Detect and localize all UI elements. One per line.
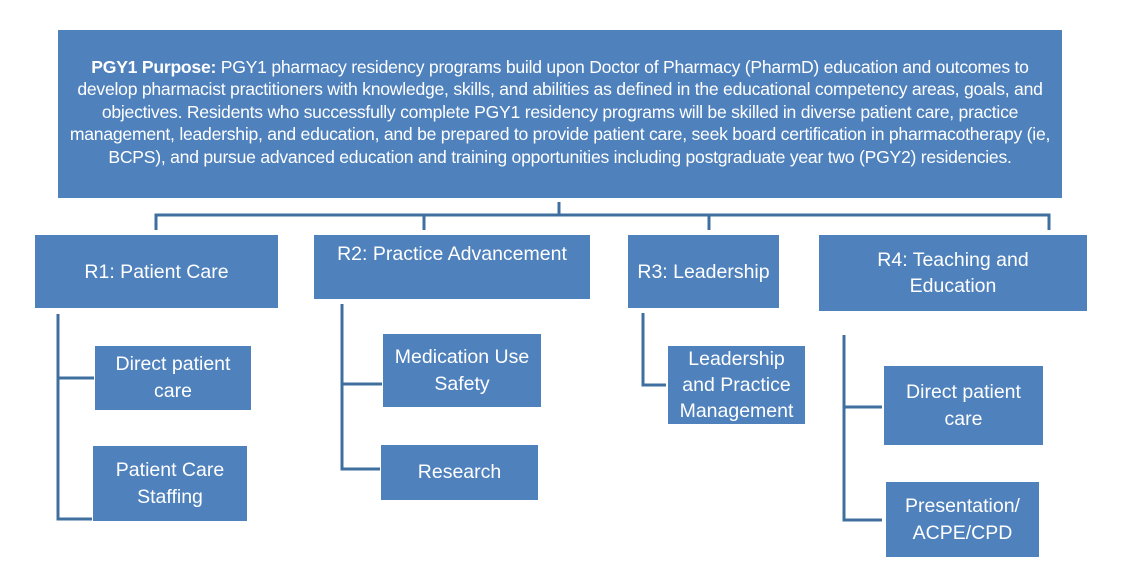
- purpose-label: PGY1 Purpose:: [91, 56, 217, 77]
- area-r4-title: R4: Teaching and Education: [877, 249, 1029, 297]
- r3-leadership-practice-management: Leadership and Practice Management: [668, 346, 805, 424]
- r2-child-2-label: Research: [417, 461, 502, 483]
- r1-direct-patient-care: Direct patient care: [95, 346, 251, 410]
- r1-patient-care-staffing: Patient Care Staffing: [93, 446, 247, 521]
- r2-medication-use-safety: Medication Use Safety: [383, 334, 541, 407]
- area-r2-title: R2: Practice Advancement: [337, 243, 567, 265]
- r2-research: Research: [381, 445, 538, 500]
- r2-child-1-label: Medication Use Safety: [394, 345, 530, 395]
- r4-presentation-acpe-cpd: Presentation/ ACPE/CPD: [886, 482, 1039, 557]
- r4-child-1-label: Direct patient care: [906, 380, 1021, 430]
- r3-child-1-label: Leadership and Practice Management: [679, 348, 794, 422]
- area-r1-title: R1: Patient Care: [84, 260, 229, 283]
- area-r3-leadership: R3: Leadership: [628, 235, 779, 308]
- r1-child-2-label: Patient Care Staffing: [115, 458, 225, 508]
- area-r4-teaching-education: R4: Teaching and Education: [819, 235, 1087, 311]
- purpose-description: PGY1 pharmacy residency programs build u…: [69, 56, 1051, 167]
- area-r3-title: R3: Leadership: [637, 260, 770, 283]
- r4-direct-patient-care: Direct patient care: [884, 366, 1043, 445]
- r1-child-1-label: Direct patient care: [115, 353, 231, 402]
- r4-child-2-label: Presentation/ ACPE/CPD: [905, 494, 1020, 544]
- area-r2-practice-advancement: R2: Practice Advancement: [314, 235, 590, 299]
- area-r1-patient-care: R1: Patient Care: [35, 235, 278, 308]
- pgy1-purpose-box: PGY1 Purpose: PGY1 pharmacy residency pr…: [58, 30, 1062, 198]
- pgy1-purpose-text: PGY1 Purpose: PGY1 pharmacy residency pr…: [68, 56, 1052, 169]
